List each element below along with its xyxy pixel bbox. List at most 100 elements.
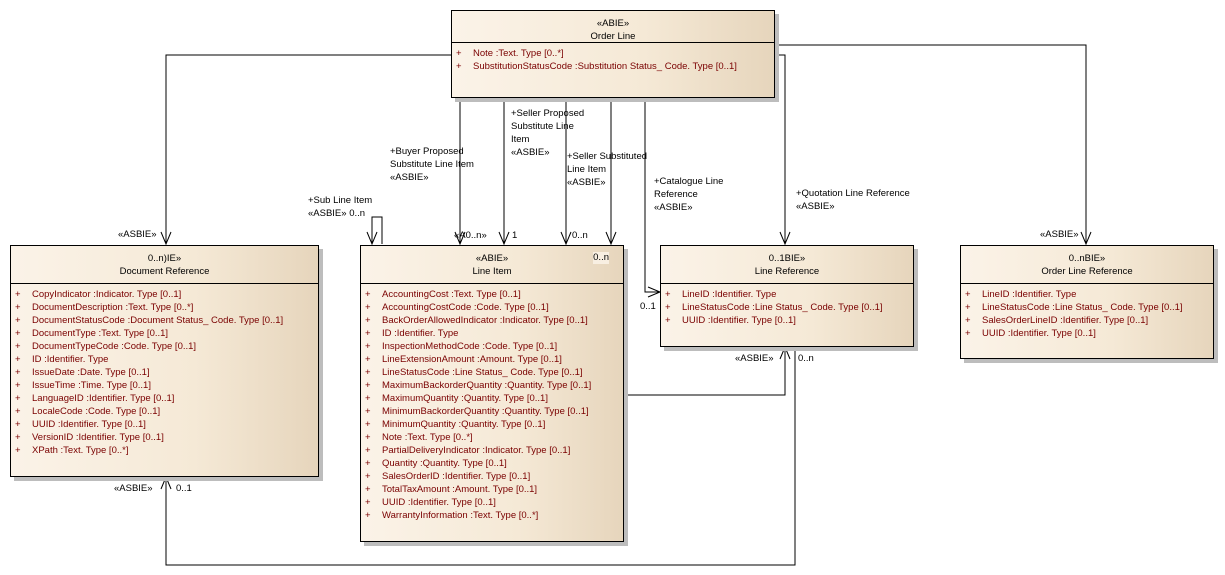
role-label-seller-proposed: +Seller Proposed (511, 108, 585, 119)
class-name: Document Reference (119, 266, 210, 277)
stereotype: 0..n)IE» (147, 253, 182, 264)
attribute: +MinimumQuantity :Quantity. Type [0..1] (365, 419, 546, 430)
attribute: +IssueTime :Time. Type [0..1] (15, 380, 151, 391)
attribute: +LineStatusCode :Line Status_ Code. Type… (965, 302, 1183, 313)
multiplicity-label: 0..1 (640, 301, 656, 312)
class-header: 0..n)IE» Document Reference (11, 246, 318, 284)
attribute-list: +CopyIndicator :Indicator. Type [0..1] +… (11, 284, 318, 457)
attribute: +UUID :Identifier. Type [0..1] (965, 328, 1096, 339)
connector-stereotype-label: «ASBIE» (567, 177, 606, 188)
arrowhead-icon (160, 231, 172, 246)
attribute: +ID :Identifier. Type (15, 354, 109, 365)
attribute: +SalesOrderID :Identifier. Type [0..1] (365, 471, 531, 482)
class-order-line[interactable]: «ABIE» Order Line +Note :Text. Type [0..… (451, 10, 775, 98)
arrowhead-icon (779, 231, 791, 246)
multiplicity-label: 0..n (572, 230, 588, 241)
attribute-list: +Note :Text. Type [0..*] +SubstitutionSt… (452, 43, 774, 73)
role-label-catalogue-line-reference: Reference (654, 189, 698, 200)
multiplicity-label: 0..n (593, 252, 609, 264)
connector-stereotype-label: «ASBIE» (390, 172, 429, 183)
connector-document-reference (165, 54, 452, 244)
class-line-item[interactable]: «ABIE» Line Item 0..n +AccountingCost :T… (360, 245, 624, 542)
attribute: +UUID :Identifier. Type [0..1] (665, 315, 796, 326)
attribute: +BackOrderAllowedIndicator :Indicator. T… (365, 315, 588, 326)
role-label-buyer-proposed: +Buyer Proposed (390, 146, 464, 157)
attribute: +CopyIndicator :Indicator. Type [0..1] (15, 289, 182, 300)
connector-quotation-line-reference (775, 54, 786, 244)
arrowhead-icon (454, 231, 466, 246)
attribute: +SubstitutionStatusCode :Substitution St… (456, 61, 737, 72)
connector-stereotype-label: «ASBIE» (1040, 229, 1079, 240)
class-line-reference[interactable]: 0..1BIE» Line Reference +LineID :Identif… (660, 245, 914, 347)
attribute: +ID :Identifier. Type (365, 328, 459, 339)
class-order-line-reference[interactable]: 0..nBIE» Order Line Reference +LineID :I… (960, 245, 1214, 359)
attribute: +LineExtensionAmount :Amount. Type [0..1… (365, 354, 562, 365)
connector-stereotype-label: «ASBIE» (114, 483, 153, 494)
role-label-catalogue-line-reference: +Catalogue Line (654, 176, 724, 187)
role-label-quotation-line-reference: +Quotation Line Reference (796, 188, 910, 199)
attribute: +InspectionMethodCode :Code. Type [0..1] (365, 341, 558, 352)
attribute: +TotalTaxAmount :Amount. Type [0..1] (365, 484, 538, 495)
attribute: +DocumentStatusCode :Document Status_ Co… (15, 315, 284, 326)
arrowhead-icon (498, 231, 510, 246)
role-label-seller-proposed: Item (511, 134, 530, 145)
stereotype: 0..1BIE» (768, 253, 806, 264)
attribute: +VersionID :Identifier. Type [0..1] (15, 432, 164, 443)
multiplicity-label: «A0..n» (454, 230, 487, 241)
class-name: Order Line Reference (1041, 266, 1133, 277)
attribute: +LanguageID :Identifier. Type [0..1] (15, 393, 175, 404)
attribute: +LineStatusCode :Line Status_ Code. Type… (665, 302, 883, 313)
attribute: +XPath :Text. Type [0..*] (15, 445, 129, 456)
class-document-reference[interactable]: 0..n)IE» Document Reference +CopyIndicat… (10, 245, 319, 477)
connector-bottom-loop (165, 347, 796, 566)
stereotype: «ABIE» (475, 253, 509, 264)
arrowhead-icon (605, 231, 617, 246)
attribute-list: +AccountingCost :Text. Type [0..1] +Acco… (361, 284, 623, 522)
connector-line-item-to-line-reference (624, 347, 786, 396)
attribute: +Note :Text. Type [0..*] (456, 48, 564, 59)
attribute: +LineStatusCode :Line Status_ Code. Type… (365, 367, 583, 378)
connector-stereotype-label: «ASBIE» (118, 229, 157, 240)
attribute: +DocumentType :Text. Type [0..1] (15, 328, 169, 339)
role-label-seller-substituted: Line Item (567, 164, 607, 175)
connector-stereotype-label: «ASBIE» (511, 147, 550, 158)
connector-stereotype-label: «ASBIE» (735, 353, 774, 364)
connector-stereotype-label: «ASBIE» (796, 201, 835, 212)
multiplicity-label: 0..n (798, 353, 814, 364)
attribute: +Note :Text. Type [0..*] (365, 432, 473, 443)
attribute: +SalesOrderLineID :Identifier. Type [0..… (965, 315, 1149, 326)
class-name: Order Line (590, 31, 636, 42)
class-header: «ABIE» Order Line (452, 11, 774, 43)
connector-stereotype-label: «ASBIE» 0..n (308, 208, 366, 219)
role-label-seller-substituted: +Seller Substituted (567, 151, 648, 162)
role-label-seller-proposed: Substitute Line (511, 121, 574, 132)
class-header: 0..nBIE» Order Line Reference (961, 246, 1213, 284)
arrowhead-icon (160, 475, 172, 490)
stereotype: «ABIE» (596, 18, 630, 29)
arrowhead-icon (1080, 231, 1092, 246)
arrowhead-icon (560, 231, 572, 246)
attribute: +MaximumBackorderQuantity :Quantity. Typ… (365, 380, 592, 391)
role-label-buyer-proposed: Substitute Line Item (390, 159, 474, 170)
stereotype: 0..nBIE» (1068, 253, 1106, 264)
class-header: 0..1BIE» Line Reference (661, 246, 913, 284)
attribute: +Quantity :Quantity. Type [0..1] (365, 458, 507, 469)
attribute: +LineID :Identifier. Type (665, 289, 777, 300)
class-name: Line Item (472, 266, 512, 277)
attribute: +WarrantyInformation :Text. Type [0..*] (365, 510, 539, 521)
attribute: +DocumentTypeCode :Code. Type [0..1] (15, 341, 197, 352)
role-label-sub-line-item: +Sub Line Item (308, 195, 373, 206)
multiplicity-label: 0..1 (176, 483, 192, 494)
attribute-list: +LineID :Identifier. Type +LineStatusCod… (661, 284, 913, 327)
class-header: «ABIE» Line Item 0..n (361, 246, 623, 284)
multiplicity-label: 1 (512, 230, 518, 241)
attribute: +DocumentDescription :Text. Type [0..*] (15, 302, 194, 313)
attribute: +UUID :Identifier. Type [0..1] (15, 419, 146, 430)
attribute: +MinimumBackorderQuantity :Quantity. Typ… (365, 406, 589, 417)
attribute: +LineID :Identifier. Type (965, 289, 1077, 300)
attribute: +PartialDeliveryIndicator :Indicator. Ty… (365, 445, 571, 456)
attribute-list: +LineID :Identifier. Type +LineStatusCod… (961, 284, 1213, 340)
attribute: +MaximumQuantity :Quantity. Type [0..1] (365, 393, 548, 404)
arrowhead-icon (779, 345, 791, 360)
